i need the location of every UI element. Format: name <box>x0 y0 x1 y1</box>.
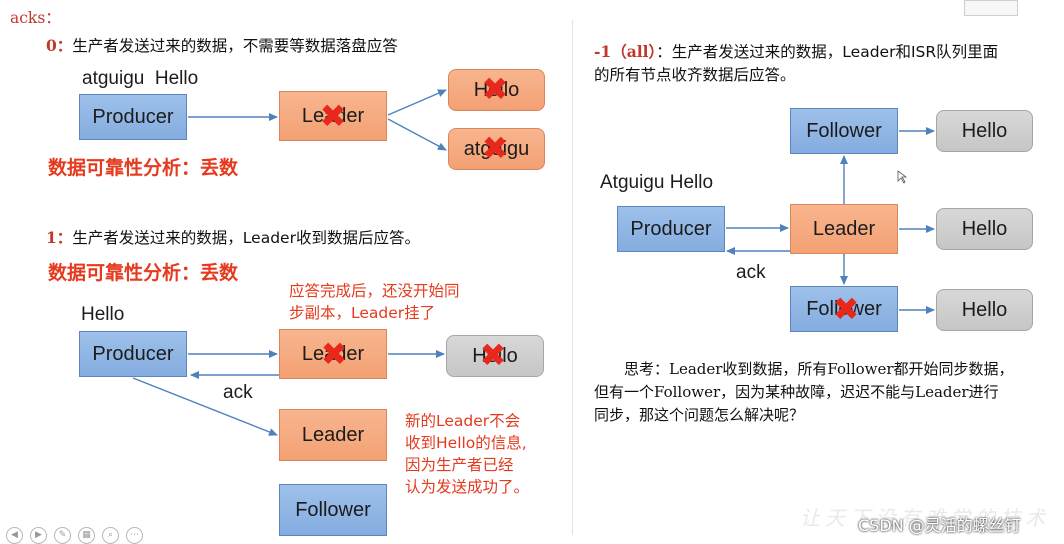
thumbnail-icon[interactable] <box>964 0 1018 16</box>
thinking-line3: 同步，那这个问题怎么解决呢？ <box>594 406 805 424</box>
all-desc-line1: ：生产者发送过来的数据，Leader和ISR队列里面 <box>656 43 999 61</box>
case1-follower-box: Hello <box>446 335 544 377</box>
case1-leader-box: Leader <box>279 329 387 379</box>
case1-note1-line2: 步副本，Leader挂了 <box>289 304 436 322</box>
case1-desc: 生产者发送过来的数据，Leader收到数据后应答。 <box>72 229 420 247</box>
case1-follower-label: Hello <box>472 344 518 367</box>
all-follower-top-box: Follower <box>790 108 898 154</box>
case0-number: 0： <box>46 36 73 55</box>
case1-note2-line3: 因为生产者已经 <box>405 456 514 474</box>
case0-heading: 0：生产者发送过来的数据，不需要等数据落盘应答 <box>46 34 398 56</box>
case0-desc: 生产者发送过来的数据，不需要等数据落盘应答 <box>72 37 398 55</box>
case1-producer-box: Producer <box>79 331 187 377</box>
all-leader-label: Leader <box>812 217 876 240</box>
case0-leader-x-icon: ✖ <box>319 97 347 135</box>
thinking-line2: 但有一个Follower，因为某种故障，迟迟不能与Leader进行 <box>594 383 999 401</box>
acks-title: acks： <box>10 9 61 27</box>
thinking-line1: 思考：Leader收到数据，所有Follower都开始同步数据， <box>624 360 1014 378</box>
case1-follower-new-box: Follower <box>279 484 387 536</box>
case1-ack-label: ack <box>223 382 253 403</box>
all-message: Atguigu Hello <box>600 172 714 193</box>
case1-analysis: 数据可靠性分析：丢数 <box>48 262 239 284</box>
all-hello2-box: Hello <box>936 208 1033 250</box>
case0-follower1-label: Hello <box>473 78 520 101</box>
right-panel: -1（all）：生产者发送过来的数据，Leader和ISR队列里面 的所有节点收… <box>574 0 1064 542</box>
case0-leader-label: Leader <box>301 104 365 127</box>
case0-follower2-x-icon: ✖ <box>481 129 509 167</box>
case1-leader-label: Leader <box>301 342 365 365</box>
case1-arrow-producer-newleader <box>132 377 278 436</box>
all-ack-label: ack <box>736 262 766 283</box>
all-hello3-label: Hello <box>961 298 1008 321</box>
case1-number: 1： <box>46 228 73 247</box>
next-icon[interactable]: ▶ <box>30 527 47 544</box>
all-hello1-box: Hello <box>936 110 1033 152</box>
case1-new-leader-box: Leader <box>279 409 387 461</box>
case1-new-leader-label: Leader <box>301 423 365 446</box>
case1-message: Hello <box>81 304 125 325</box>
case0-arrow-leader-follower1 <box>387 89 447 116</box>
right-arrows <box>726 127 935 314</box>
all-hello3-box: Hello <box>936 289 1033 331</box>
slide-toolbar[interactable]: ◀ ▶ ✎ ▦ ⌕ ⋯ <box>6 522 150 544</box>
panel-divider <box>572 20 573 535</box>
all-desc-line2: 的所有节点收齐数据后应答。 <box>594 66 796 84</box>
all-hello2-label: Hello <box>961 217 1008 240</box>
case1-note2-line1: 新的Leader不会 <box>405 412 521 430</box>
case1-follower-new-label: Follower <box>295 498 371 521</box>
case0-producer-label: Producer <box>92 105 174 128</box>
case0-follower1-x-icon: ✖ <box>481 70 509 108</box>
case0-producer-box: Producer <box>79 94 187 140</box>
case1-heading: 1：生产者发送过来的数据，Leader收到数据后应答。 <box>46 226 420 248</box>
all-hello1-label: Hello <box>961 119 1008 142</box>
csdn-watermark: CSDN @灵活的螺丝钉 <box>858 516 1021 535</box>
pen-icon[interactable]: ✎ <box>54 527 71 544</box>
all-follower-bottom-label: Follower <box>806 297 882 320</box>
case1-note1-line1: 应答完成后，还没开始同 <box>289 282 460 300</box>
case1-note1: 应答完成后，还没开始同 步副本，Leader挂了 <box>289 280 460 324</box>
case0-message: atguigu Hello <box>82 68 199 89</box>
all-number: -1（all） <box>594 42 657 61</box>
all-follower-top-label: Follower <box>806 119 882 142</box>
all-heading: -1（all）：生产者发送过来的数据，Leader和ISR队列里面 的所有节点收… <box>594 40 998 87</box>
case0-leader-box: Leader <box>279 91 387 141</box>
left-panel: acks： 0：生产者发送过来的数据，不需要等数据落盘应答 atguigu He… <box>6 9 545 544</box>
case0-follower2-label: atguigu <box>463 137 530 160</box>
case1-follower-x-icon: ✖ <box>479 336 507 374</box>
prev-icon[interactable]: ◀ <box>6 527 23 544</box>
case0-follower1-box: Hello <box>448 69 545 111</box>
all-thinking: 思考：Leader收到数据，所有Follower都开始同步数据， 但有一个Fol… <box>594 358 1014 427</box>
more-icon[interactable]: ⋯ <box>126 527 143 544</box>
case0-follower2-box: atguigu <box>448 128 545 170</box>
case0-analysis: 数据可靠性分析：丢数 <box>48 157 239 179</box>
case1-note2-line4: 认为发送成功了。 <box>405 478 530 496</box>
all-producer-label: Producer <box>630 217 712 240</box>
slides-icon[interactable]: ▦ <box>78 527 95 544</box>
all-follower-bottom-box: Follower <box>790 286 898 332</box>
left-arrows <box>132 89 447 436</box>
case0-arrow-leader-follower2 <box>387 118 447 151</box>
all-leader-box: Leader <box>790 204 898 254</box>
zoom-icon[interactable]: ⌕ <box>102 527 119 544</box>
case1-note2-line2: 收到Hello的信息, <box>405 434 527 452</box>
all-producer-box: Producer <box>617 206 725 252</box>
all-follower-bottom-x-icon: ✖ <box>832 290 860 328</box>
faint-watermark: 让天下没有难学的技术 <box>800 506 1050 530</box>
mouse-cursor-icon <box>897 170 908 184</box>
case1-leader-x-icon: ✖ <box>320 335 348 373</box>
case1-note2: 新的Leader不会 收到Hello的信息, 因为生产者已经 认为发送成功了。 <box>405 410 529 498</box>
case1-producer-label: Producer <box>92 342 174 365</box>
